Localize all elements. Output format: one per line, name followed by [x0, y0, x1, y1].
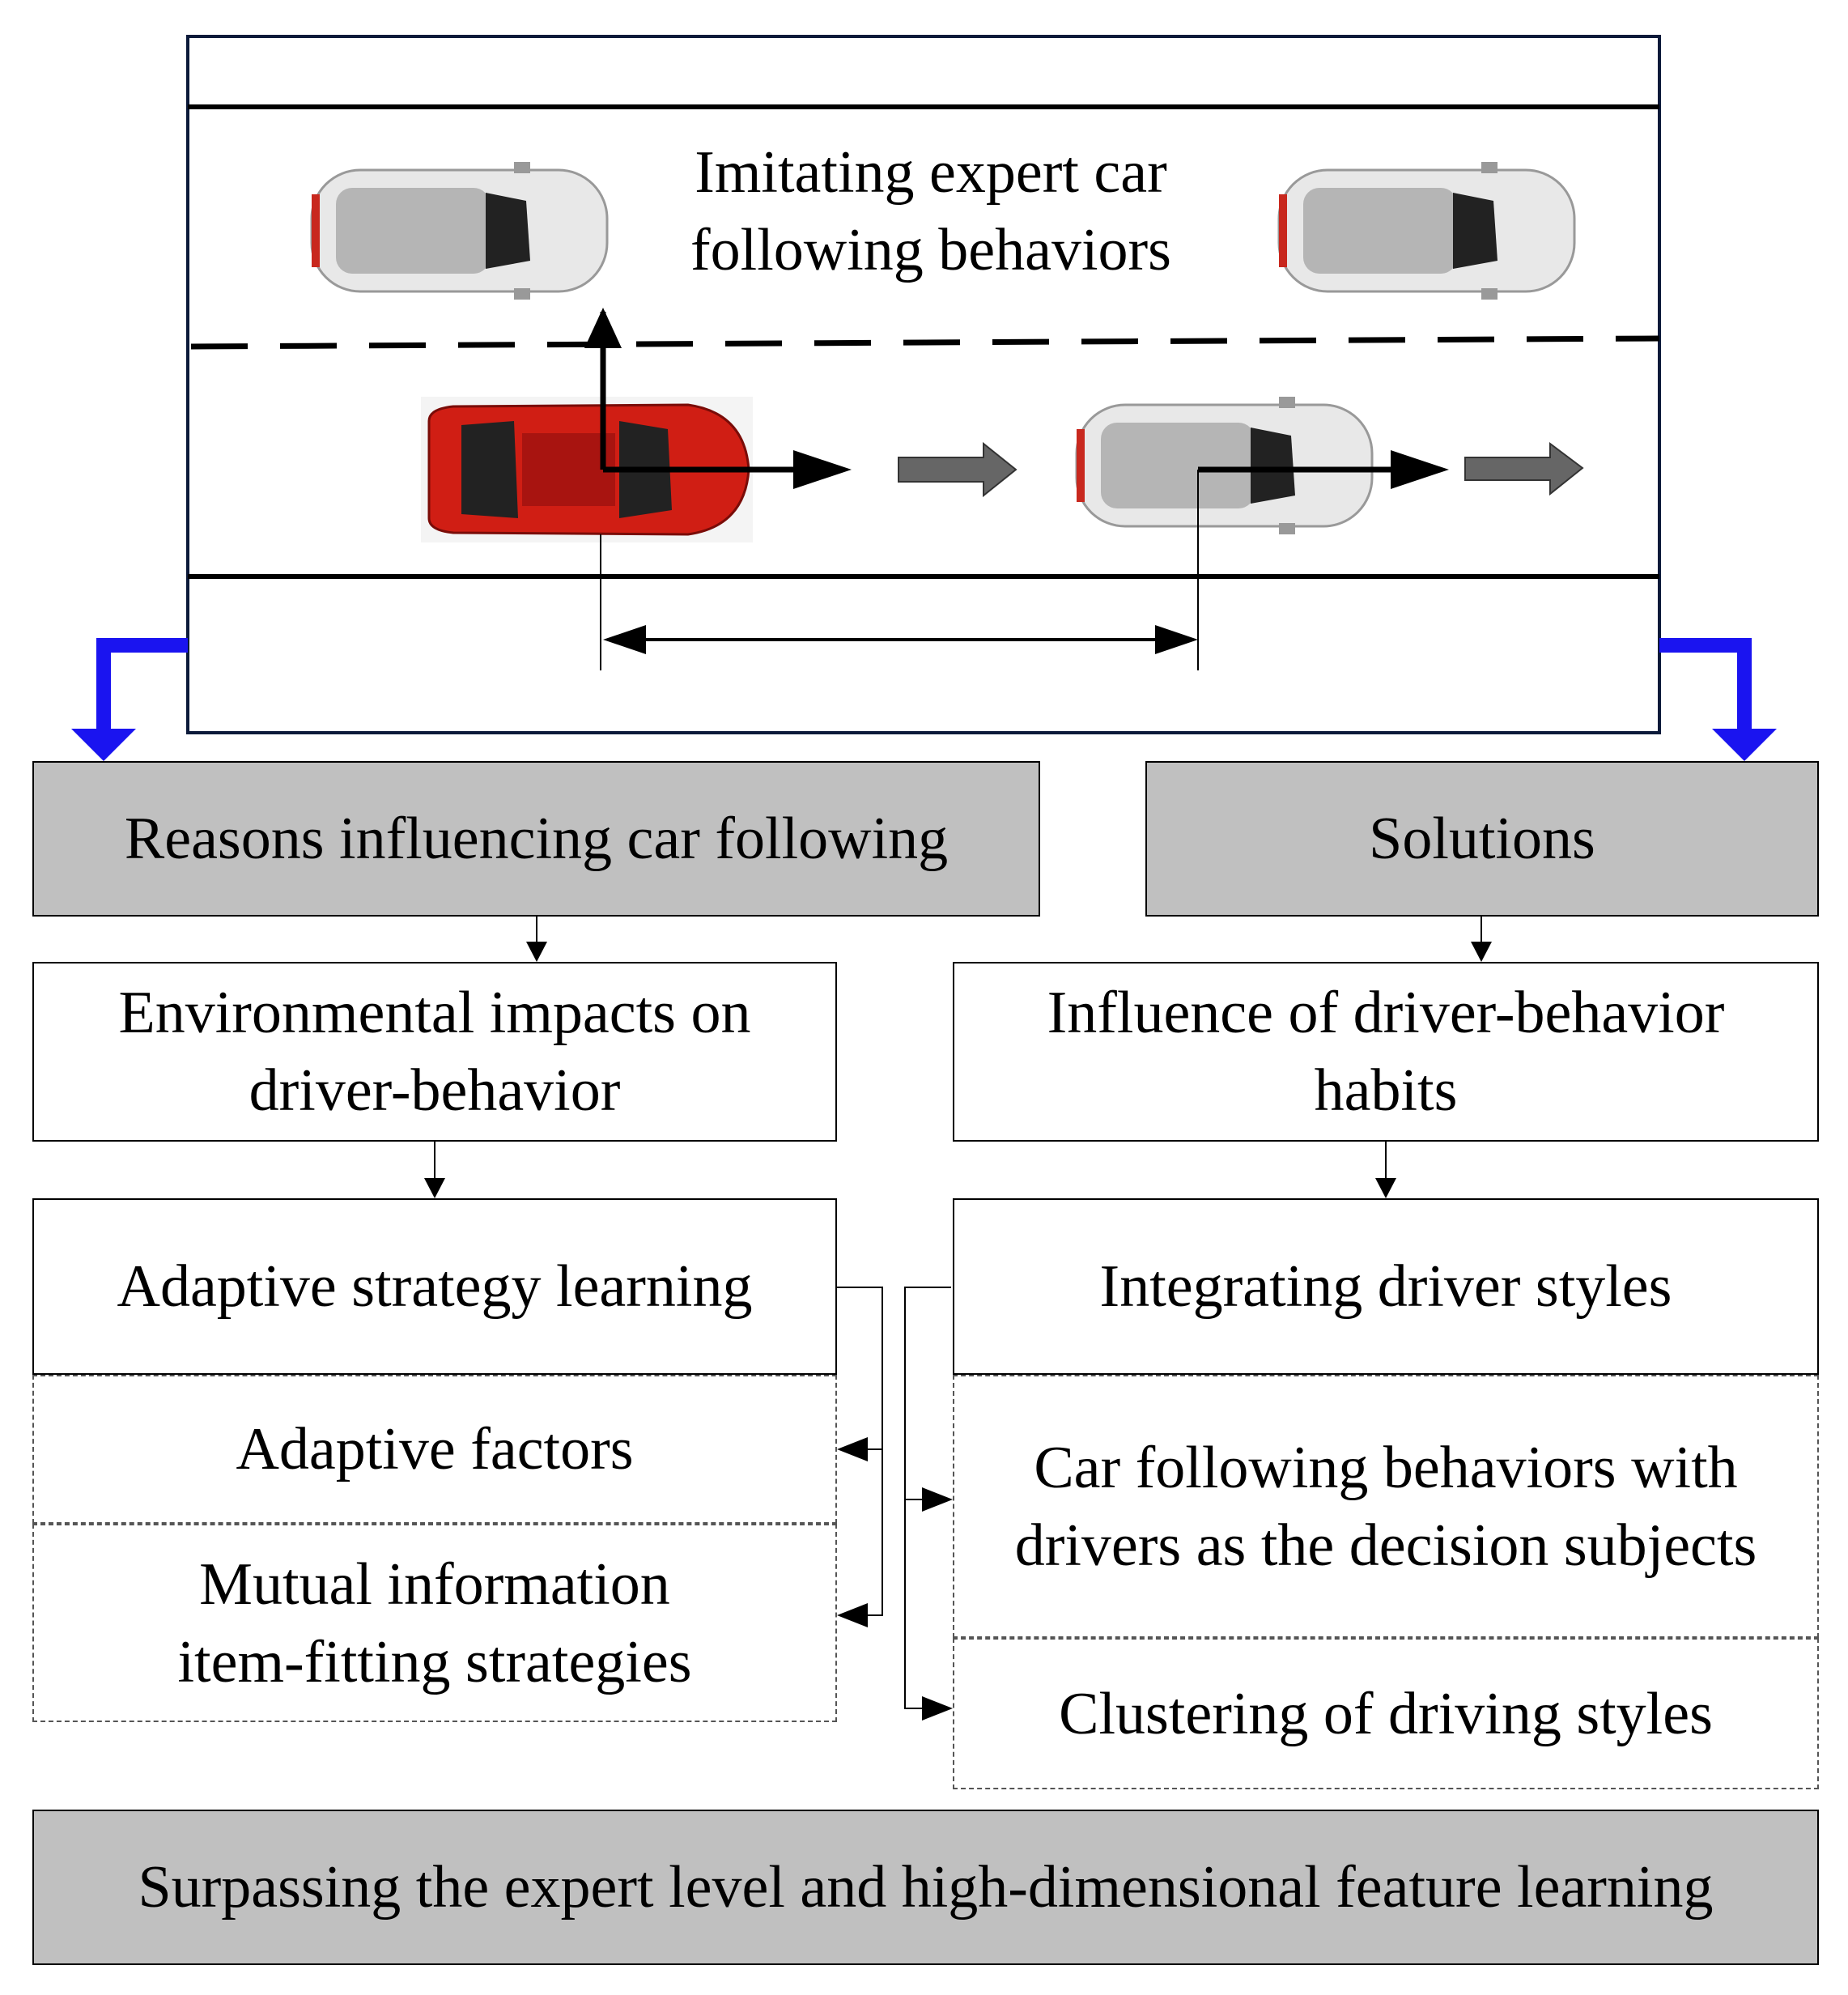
- ego-car-icon: [421, 397, 753, 542]
- adaptive-strategy-box: Adaptive strategy learning: [32, 1198, 837, 1375]
- solutions-header-box: Solutions: [1145, 761, 1819, 917]
- clustering-box: Clustering of driving styles: [953, 1638, 1819, 1789]
- env-impacts-line1: Environmental impacts on: [118, 980, 751, 1046]
- lead-car-icon: [1075, 397, 1374, 534]
- car-following-line2: drivers as the decision subjects: [1014, 1512, 1757, 1579]
- arrow-to-clustering-head: [922, 1696, 953, 1721]
- arrow-env-to-adaptive-head: [424, 1178, 445, 1198]
- car-following-box: Car following behaviors with drivers as …: [953, 1375, 1819, 1638]
- adaptive-factors-text: Adaptive factors: [236, 1416, 634, 1482]
- reasons-header-box: Reasons influencing car following: [32, 761, 1040, 917]
- distance-arrowhead-right: [1155, 625, 1198, 654]
- mutual-info-line2: item-fitting strategies: [177, 1628, 692, 1695]
- arrow-influence-to-integrating-head: [1375, 1178, 1396, 1198]
- road-title: Imitating expert car following behaviors: [615, 134, 1247, 289]
- ego-axis-right-arrowhead: [793, 450, 852, 489]
- car-following-line1: Car following behaviors with: [1034, 1434, 1738, 1501]
- velocity-arrow-ego: [898, 441, 1017, 498]
- blue-arrow-right-head: [1712, 729, 1777, 761]
- influence-box: Influence of driver-behavior habits: [953, 962, 1819, 1142]
- distance-arrowhead-left: [603, 625, 646, 654]
- env-impacts-line2: driver-behavior: [249, 1057, 621, 1124]
- clustering-text: Clustering of driving styles: [1059, 1680, 1713, 1747]
- reasons-header-text: Reasons influencing car following: [124, 806, 949, 872]
- road-title-line1: Imitating expert car: [695, 139, 1167, 206]
- solutions-header-text: Solutions: [1369, 806, 1595, 872]
- road-title-line2: following behaviors: [690, 217, 1171, 283]
- footer-text: Surpassing the expert level and high-dim…: [138, 1854, 1714, 1921]
- adaptive-factors-box: Adaptive factors: [32, 1375, 837, 1524]
- adaptive-strategy-text: Adaptive strategy learning: [117, 1253, 753, 1320]
- lead-axis-right-arrowhead: [1391, 450, 1449, 489]
- bracket-integrating: [904, 1287, 951, 1709]
- integrating-box: Integrating driver styles: [953, 1198, 1819, 1375]
- influence-line1: Influence of driver-behavior: [1047, 980, 1725, 1046]
- velocity-arrow-lead: [1464, 442, 1584, 496]
- ego-axis-up-arrowhead: [584, 308, 622, 348]
- arrow-to-adaptive-factors-head: [837, 1437, 868, 1461]
- lane-divider-dashed: [190, 335, 1660, 350]
- arrow-to-car-following-head: [922, 1487, 953, 1512]
- arrow-solutions-to-influence-head: [1471, 942, 1492, 962]
- mutual-info-box: Mutual information item-fitting strategi…: [32, 1524, 837, 1722]
- bracket-adaptive: [837, 1287, 883, 1616]
- env-impacts-box: Environmental impacts on driver-behavior: [32, 962, 837, 1142]
- car-icon-top-left: [310, 162, 609, 300]
- arrow-to-mutual-info-head: [837, 1603, 868, 1627]
- road-frame: [186, 35, 1661, 734]
- mutual-info-line1: Mutual information: [199, 1550, 670, 1618]
- influence-line2: habits: [1314, 1057, 1458, 1124]
- footer-box: Surpassing the expert level and high-dim…: [32, 1810, 1819, 1965]
- arrow-header-to-env-head: [526, 942, 547, 962]
- blue-arrow-left-head: [71, 729, 136, 761]
- integrating-text: Integrating driver styles: [1099, 1253, 1672, 1320]
- car-icon-top-right: [1277, 162, 1576, 300]
- blue-arrow-right: [1659, 638, 1752, 729]
- blue-arrow-left: [96, 638, 188, 729]
